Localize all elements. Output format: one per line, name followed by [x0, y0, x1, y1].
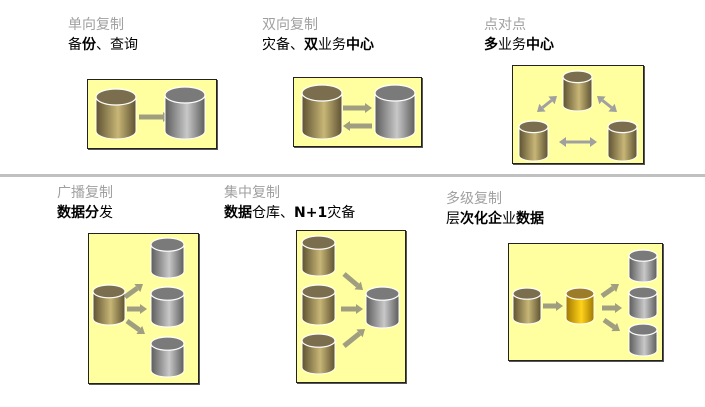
peer-database-top-icon [562, 70, 593, 112]
target-database-icon [150, 237, 185, 279]
peer-to-peer-diagram [512, 65, 644, 164]
peer-database-left-icon [518, 120, 549, 162]
usecase-text-run: 中心 [526, 37, 554, 53]
target-database-icon [150, 336, 185, 378]
cascade-diagram [508, 243, 663, 361]
usecase-text-run: 业 [502, 211, 516, 227]
usecase-text-run: 、查询 [96, 37, 138, 53]
usecase-text-run: 中心 [346, 37, 374, 53]
source-database-icon [301, 284, 336, 326]
replication-arrow-icon [341, 304, 363, 314]
usecase-text-run: 灾备 [327, 205, 356, 221]
broadcast-svg [92, 237, 185, 378]
bidirectional-arrow-icon [537, 96, 557, 112]
target-database-icon [164, 86, 206, 140]
peer-to-peer-category-label: 点对点 [484, 17, 526, 33]
usecase-text-run: 仓库、 [252, 205, 294, 221]
two-way-category-label: 双向复制 [262, 17, 318, 33]
replication-arrow-icon [342, 272, 363, 290]
replication-arrow-icon [602, 303, 622, 313]
cascade-usecase-label: 层次化企业数据 [446, 211, 544, 228]
target-database-icon [628, 323, 658, 357]
usecase-text-run: 多 [484, 37, 498, 53]
usecase-text-run: 备 [68, 37, 82, 53]
one-way-usecase-label: 备份、查询 [68, 37, 138, 54]
target-database-icon [150, 286, 185, 328]
broadcast-usecase-label: 数据分发 [57, 205, 113, 222]
target-database-icon [365, 286, 400, 329]
source-database-icon [512, 287, 542, 325]
one-way-diagram [87, 79, 217, 149]
peer-database-right-icon [607, 120, 638, 162]
peer-to-peer-svg [518, 70, 638, 162]
source-database-icon [301, 333, 336, 375]
bidirectional-arrow-icon [597, 96, 617, 112]
replication-arrow-icon [125, 318, 145, 334]
usecase-text-run: 双 [304, 37, 318, 53]
replication-arrow-icon [127, 304, 147, 314]
usecase-text-run: 数据 [224, 205, 252, 221]
replication-arrow-icon [600, 283, 619, 299]
one-way-category-label: 单向复制 [68, 17, 124, 33]
usecase-text-run: 灾备、 [262, 37, 304, 53]
usecase-text-run: 发 [99, 205, 113, 221]
two-way-usecase-label: 灾备、双业务中心 [262, 37, 374, 54]
consolidation-category-label: 集中复制 [224, 185, 280, 201]
target-database-icon [628, 249, 658, 283]
replication-arrow-icon [543, 301, 563, 311]
usecase-text-run: 业务 [318, 37, 346, 53]
broadcast-category-label: 广播复制 [57, 185, 113, 201]
source-database-icon [301, 84, 343, 140]
broadcast-diagram [88, 233, 199, 384]
usecase-text-run: 份 [82, 37, 96, 53]
usecase-text-run: 层 [446, 211, 460, 227]
forward-arrow-icon [343, 103, 372, 113]
source-database-icon [301, 235, 336, 277]
cascade-svg [512, 249, 658, 357]
target-database-icon [628, 286, 658, 320]
consolidation-diagram [296, 230, 406, 383]
two-way-diagram [293, 77, 422, 147]
usecase-text-run: 业务 [498, 37, 526, 53]
peer-to-peer-usecase-label: 多业务中心 [484, 37, 554, 54]
relay-database-icon [565, 287, 595, 325]
two-way-svg [301, 84, 416, 140]
replication-arrow-icon [123, 284, 143, 300]
section-divider [0, 174, 705, 177]
consolidation-usecase-label: 数据仓库、N+1灾备 [224, 205, 355, 222]
backward-arrow-icon [343, 121, 372, 131]
bidirectional-arrow-icon [559, 137, 597, 147]
source-database-icon [92, 284, 126, 326]
cascade-category-label: 多级复制 [446, 191, 502, 207]
usecase-text-run: 数据 [516, 211, 544, 227]
usecase-text-run: 次化企 [460, 211, 502, 227]
one-way-svg [95, 86, 206, 140]
consolidation-svg [301, 235, 400, 375]
target-database-icon [374, 84, 416, 140]
source-database-icon [95, 88, 137, 140]
replication-arrow-icon [602, 317, 620, 332]
replication-arrow-icon [342, 329, 365, 348]
usecase-text-run: N+1 [294, 205, 328, 221]
usecase-text-run: 数据分 [57, 205, 99, 221]
